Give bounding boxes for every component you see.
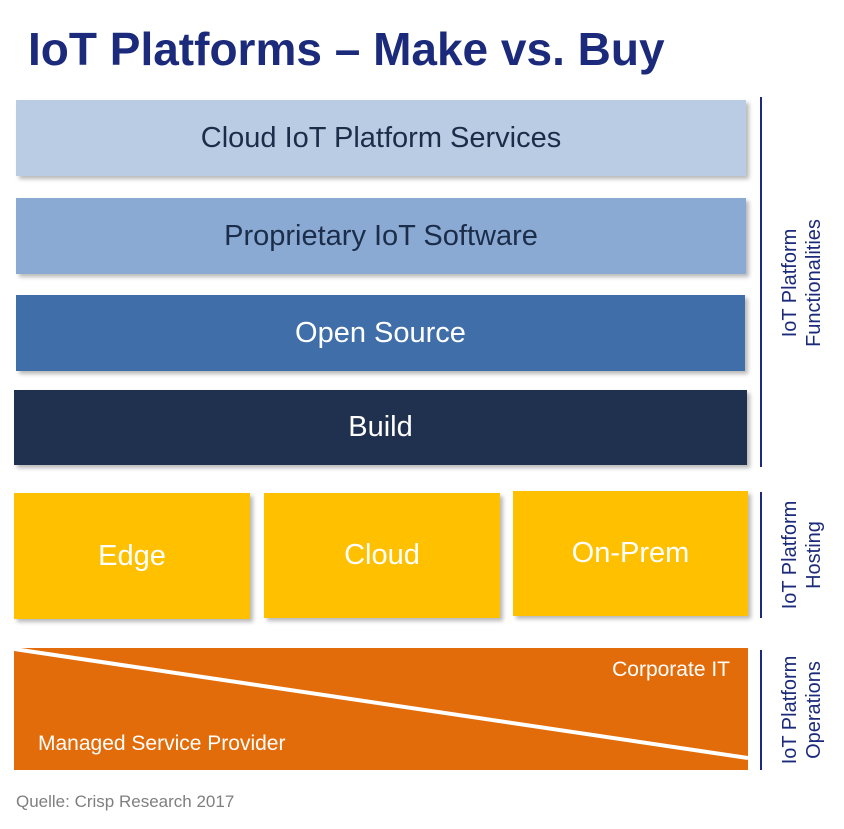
hosting-edge: Edge [14,493,250,619]
hosting-side-label-line1: IoT Platform [779,500,801,610]
operations-side-label-line1: IoT Platform [779,655,801,765]
operations-diagonal-divider [14,648,748,760]
functionalities-side-label-line2: Functionalities [803,219,825,347]
operations-split-box: Corporate IT Managed Service Provider [14,648,748,770]
hosting-bracket-line [760,492,762,618]
hosting-cloud: Cloud [264,493,500,618]
operations-msp-wedge [14,648,748,770]
page-title: IoT Platforms – Make vs. Buy [28,23,665,75]
managed-service-provider-label: Managed Service Provider [38,732,286,755]
layer-proprietary-iot-software: Proprietary IoT Software [16,198,746,274]
operations-side-label-line2: Operations [803,661,825,759]
functionalities-bracket-line [760,97,762,467]
operations-diagonal-shape [14,648,748,770]
hosting-side-label-line2: Hosting [803,521,825,589]
source-note: Quelle: Crisp Research 2017 [16,792,235,811]
corporate-it-label: Corporate IT [612,658,730,681]
operations-bracket-line [760,650,762,770]
layer-open-source: Open Source [16,295,745,371]
functionalities-side-label-line1: IoT Platform [779,228,801,338]
layer-build: Build [14,390,747,465]
layer-cloud-iot-platform-services: Cloud IoT Platform Services [16,100,746,176]
hosting-on-prem: On-Prem [513,491,748,616]
